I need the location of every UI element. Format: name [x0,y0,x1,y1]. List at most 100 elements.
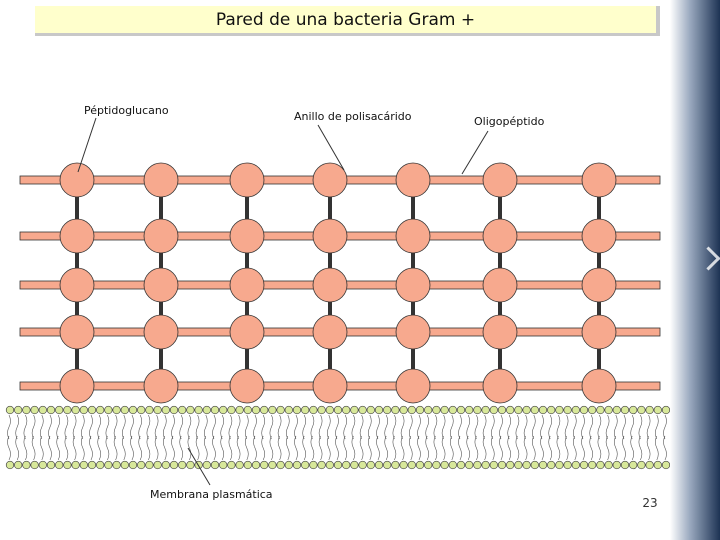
lipid-head [268,460,277,470]
lipid-tail [261,435,265,461]
lipid-tail [507,414,511,440]
lipid-head [87,405,97,415]
lipid-tail [56,414,60,440]
lipid-head [612,460,621,470]
lipid-tail [605,435,610,461]
lipid-tail [425,435,429,461]
plasma-membrane [5,405,695,470]
lipid-tail [655,414,659,440]
polysaccharide-ring [482,314,518,350]
lipid-tail [15,435,19,461]
decorative-band [670,0,720,540]
lipid-tail [458,435,462,461]
pointer-polysaccharide-ring [317,124,345,171]
lipid-head [202,460,211,470]
lipid-head [243,460,252,470]
lipid-head [456,460,466,470]
polysaccharide-ring [312,218,348,254]
lipid-tail [392,414,397,440]
lipid-head [14,460,23,470]
lipid-tail [269,414,274,440]
polysaccharide-ring [482,267,518,303]
lipid-head [637,405,646,415]
lipid-tail [113,414,118,440]
polysaccharide-ring [143,314,179,350]
lipid-tail [581,414,585,440]
lipid-head [284,405,293,415]
lipid-tail [212,435,216,461]
lipid-head [317,405,326,415]
lipid-tail [441,435,446,461]
lipid-tail [458,414,462,440]
lipid-tail [622,435,626,461]
lipid-head [538,460,548,470]
lipid-tail [450,414,454,440]
lipid-head [96,460,105,470]
lipid-tail [384,435,388,461]
lipid-head [128,405,138,415]
polysaccharide-ring [581,162,617,198]
lipid-tail [97,414,101,440]
lipid-head [309,405,318,415]
lipid-head [489,460,498,470]
lipid-head [317,460,326,470]
lipid-head [342,405,351,415]
lipid-head [227,405,236,415]
lipid-head [399,405,408,415]
lipid-head [79,405,88,415]
lipid-head [399,460,408,470]
lipid-tail [523,414,528,440]
lipid-head [588,405,597,415]
lipid-tail [655,435,659,461]
polysaccharide-ring [143,218,179,254]
lipid-tail [433,414,438,440]
lipid-head [596,405,605,415]
lipid-tail [663,435,667,461]
lipid-head [530,460,539,470]
peptide-connector [245,180,249,236]
lipid-head [153,460,162,470]
lipid-head [637,460,646,470]
polysaccharide-ring [395,368,431,404]
lipid-head [571,460,580,470]
peptide-connectors [75,180,601,386]
lipid-tail [40,435,44,461]
lipid-tail [253,435,257,461]
label-peptidoglycan: Péptidoglucano [84,104,169,117]
lipid-head [178,405,187,415]
lipid-head [440,405,449,415]
peptide-connector [245,285,249,332]
lipid-tail [515,414,520,440]
lipid-head [588,460,597,470]
page-number: 23 [642,496,658,510]
lipid-head [620,460,630,470]
lipid-head [506,460,515,470]
lipid-head [137,460,146,470]
peptide-connector [159,332,163,386]
lipid-tail [532,435,536,461]
lipid-tail [228,435,233,461]
peptide-connector [411,285,415,332]
polysaccharide-ring [59,267,95,303]
lipid-tail [286,435,290,461]
label-oligopeptide: Oligopéptido [474,115,545,128]
lipid-tail [343,435,347,461]
lipid-head [514,405,523,415]
polysaccharide-ring [229,314,265,350]
peptide-connector [597,332,601,386]
lipid-head [309,460,318,470]
lipid-tail [15,414,19,440]
lipid-head [227,460,236,470]
lipid-tail [220,414,224,440]
lipid-head [596,460,605,470]
lipid-tail [261,414,265,440]
lipid-tail [646,414,651,440]
lipid-head [210,460,220,470]
lipid-tail [622,414,626,440]
lipid-head [22,460,31,470]
lipid-tail [130,414,134,440]
polysaccharide-ring [312,314,348,350]
lipid-head [292,460,302,470]
lipid-head [661,405,671,415]
lipid-head [235,405,244,415]
